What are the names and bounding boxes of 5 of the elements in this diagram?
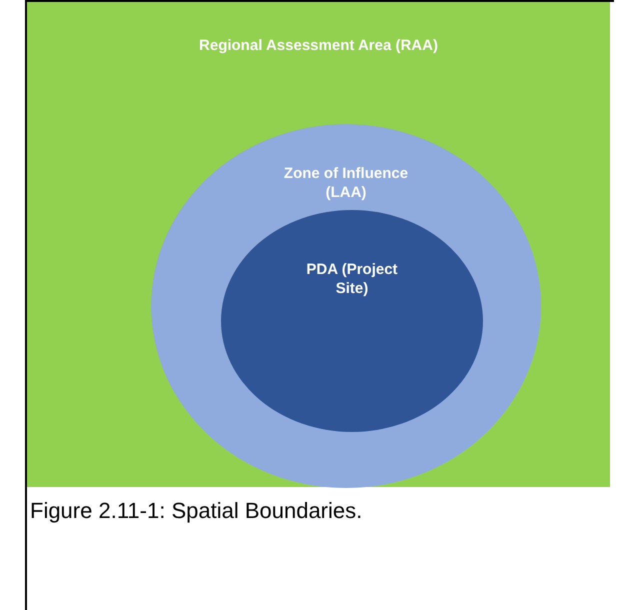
area-label: Zone of Influence (LAA) xyxy=(282,164,410,202)
figure-caption: Figure 2.11-1: Spatial Boundaries. xyxy=(30,498,362,524)
region-area xyxy=(27,2,610,487)
area-label: Regional Assessment Area (RAA) xyxy=(198,36,439,55)
area-label: PDA (Project Site) xyxy=(305,260,399,298)
